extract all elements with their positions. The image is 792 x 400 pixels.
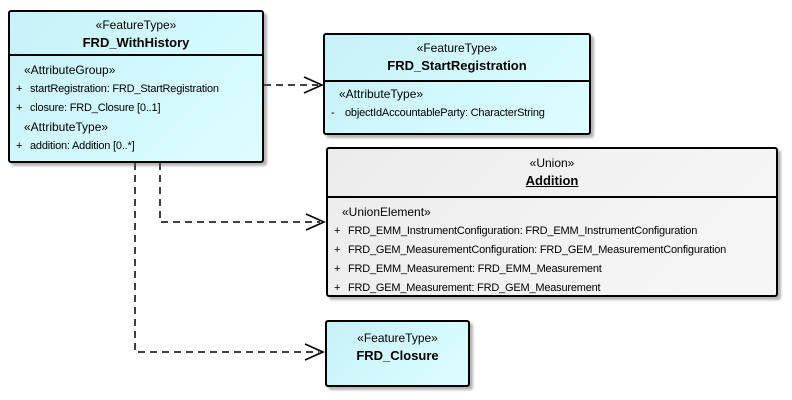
class-name: FRD_StartRegistration [387,58,527,73]
class-header: «FeatureType» FRD_WithHistory [10,12,262,56]
attribute-row: + startRegistration: FRD_StartRegistrati… [10,80,262,99]
dependency-arrow-to-frd-closure [134,163,325,361]
class-addition[interactable]: «Union» Addition «UnionElement» + FRD_EM… [326,147,778,297]
visibility-marker: + [334,263,341,275]
attribute-text: objectIdAccountableParty: CharacterStrin… [345,107,545,119]
visibility-marker: - [331,107,335,119]
attribute-type-label: «AttributeType» [24,120,109,134]
dependency-arrow-to-addition [159,163,326,231]
attribute-text: startRegistration: FRD_StartRegistration [30,83,219,95]
attribute-row: - objectIdAccountableParty: CharacterStr… [325,104,589,123]
attribute-group-label: «AttributeGroup» [24,63,116,77]
class-attributes: «AttributeType» - objectIdAccountablePar… [325,82,589,123]
attribute-text: closure: FRD_Closure [0..1] [30,102,161,114]
class-stereotype: «FeatureType» [95,18,177,32]
visibility-marker: + [16,102,23,114]
visibility-marker: + [16,83,23,95]
attribute-row: + FRD_GEM_Measurement: FRD_GEM_Measureme… [328,279,776,298]
attribute-text: FRD_GEM_Measurement: FRD_GEM_Measurement [348,282,601,294]
class-stereotype: «FeatureType» [416,41,498,55]
attribute-text: addition: Addition [0..*] [30,140,135,152]
class-attributes: «AttributeGroup» + startRegistration: FR… [10,56,262,156]
attribute-text: FRD_EMM_InstrumentConfiguration: FRD_EMM… [348,225,698,237]
class-header: «FeatureType» FRD_Closure [327,322,468,364]
attribute-text: FRD_EMM_Measurement: FRD_EMM_Measurement [348,263,602,275]
class-frd-closure[interactable]: «FeatureType» FRD_Closure [325,320,470,387]
class-frd-startregistration[interactable]: «FeatureType» FRD_StartRegistration «Att… [323,33,591,135]
class-header: «Union» Addition [328,149,776,198]
visibility-marker: + [334,225,341,237]
union-element-label: «UnionElement» [342,205,431,219]
attribute-row: + addition: Addition [0..*] [10,137,262,156]
dependency-arrow-to-frd-startregistration [264,76,324,94]
class-attributes: «UnionElement» + FRD_EMM_InstrumentConfi… [328,198,776,298]
visibility-marker: + [334,244,341,256]
class-name: FRD_Closure [356,348,439,363]
visibility-marker: + [334,282,341,294]
class-header: «FeatureType» FRD_StartRegistration [325,35,589,82]
visibility-marker: + [16,140,23,152]
class-frd-withhistory[interactable]: «FeatureType» FRD_WithHistory «Attribute… [8,10,264,163]
class-name: FRD_WithHistory [82,35,190,50]
attribute-type-label: «AttributeType» [339,87,424,101]
class-stereotype: «FeatureType» [357,331,438,345]
attribute-text: FRD_GEM_MeasurementConfiguration: FRD_GE… [348,244,727,256]
class-name: Addition [525,173,579,188]
attribute-row: + FRD_GEM_MeasurementConfiguration: FRD_… [328,241,776,260]
class-stereotype: «Union» [529,156,575,170]
attribute-row: + FRD_EMM_InstrumentConfiguration: FRD_E… [328,222,776,241]
attribute-row: + closure: FRD_Closure [0..1] [10,99,262,118]
attribute-row: + FRD_EMM_Measurement: FRD_EMM_Measureme… [328,260,776,279]
